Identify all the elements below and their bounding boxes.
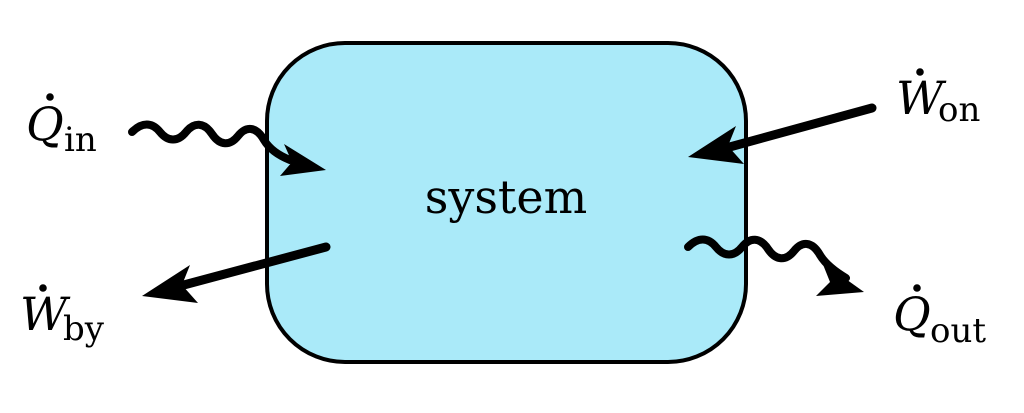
w-on-symbol: W [896, 71, 947, 125]
w-by-label: W by [20, 284, 105, 349]
w-by-dot [39, 284, 47, 292]
w-by-subscript: by [63, 309, 105, 349]
q-in-dot [46, 93, 54, 101]
q-out-subscript: out [930, 311, 986, 351]
w-by-arrow [142, 242, 331, 303]
w-by-symbol: W [20, 287, 71, 341]
system-label: system [425, 170, 588, 224]
w-on-arrow [688, 103, 877, 164]
q-out-label: Q out [893, 284, 986, 351]
w-on-subscript: on [938, 90, 980, 130]
q-in-symbol: Q [26, 97, 64, 151]
w-on-label: W on [896, 68, 980, 130]
q-in-label: Q in [26, 93, 97, 160]
q-out-arrow [684, 235, 864, 296]
q-in-arrow [128, 120, 326, 176]
system-box [265, 41, 748, 364]
q-in-subscript: in [64, 120, 97, 160]
q-out-symbol: Q [893, 287, 931, 341]
w-on-dot [916, 68, 924, 76]
q-out-dot [913, 284, 921, 292]
